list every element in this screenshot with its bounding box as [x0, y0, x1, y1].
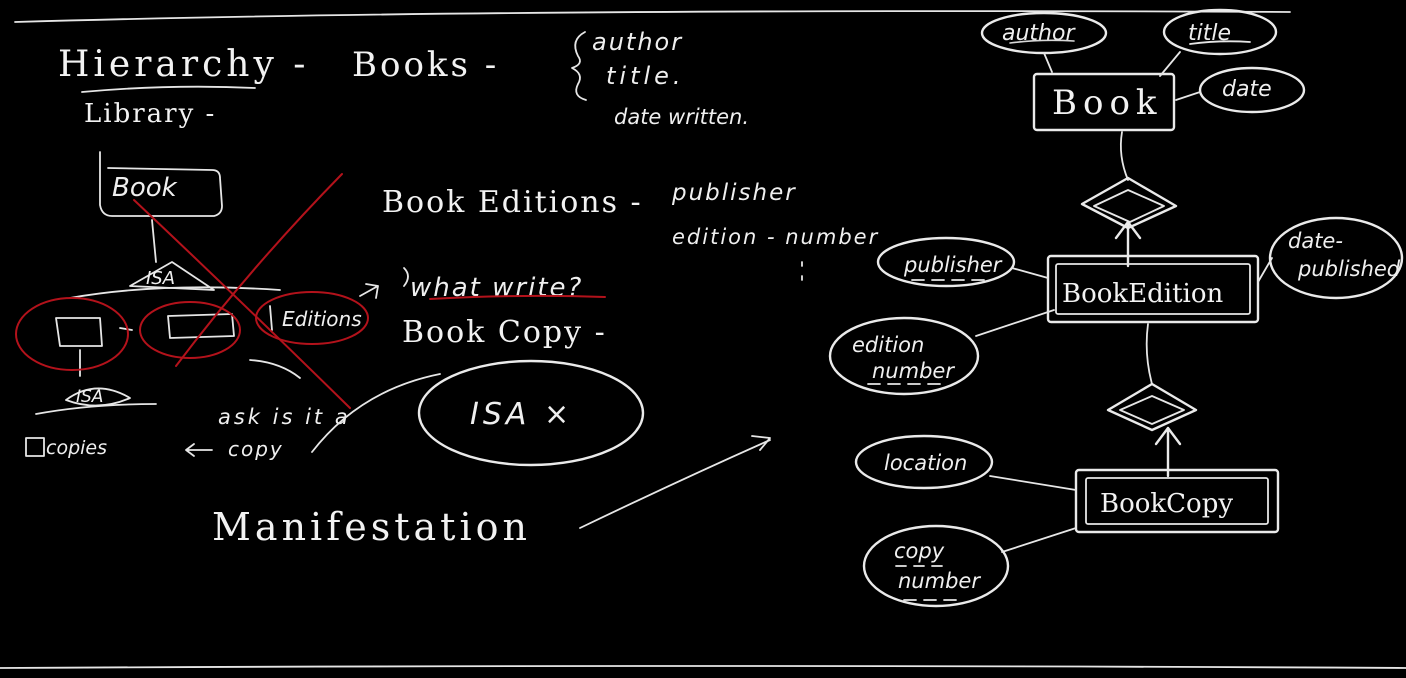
arrow-left-icon [185, 443, 213, 457]
stroke [311, 373, 441, 453]
isa-diamond-1-inner [1093, 189, 1165, 223]
sketch-child-box-2 [167, 313, 235, 339]
note-attr-publisher: publisher [671, 180, 797, 206]
sketch-copies: copies [46, 437, 107, 459]
note-book-editions: Book Editions - [382, 185, 643, 220]
bracket [403, 267, 409, 287]
attr-link [1175, 91, 1201, 101]
sketch-line [151, 219, 157, 263]
entity-book-copy-outer [1074, 468, 1280, 534]
attr-location: location [884, 451, 967, 475]
stroke [249, 359, 301, 379]
note-library: Library - [84, 99, 216, 129]
isa-diamond-2 [1106, 382, 1198, 432]
note-books: Books - [352, 45, 499, 85]
attr-location-ellipse [854, 434, 994, 490]
note-attr-date-written: date written. [614, 105, 749, 129]
red-circle [255, 291, 369, 345]
arrow-head-icon [751, 435, 771, 451]
attr-link [1257, 257, 1273, 283]
note-manifestation: Manifestation [212, 505, 531, 549]
isa-x-ellipse [417, 359, 645, 467]
attr-edition-number-ellipse [828, 316, 980, 396]
isa-arrow-1 [1114, 220, 1142, 268]
note-ask-is-it-a: ask is it a [218, 405, 351, 429]
sketch-isa-bottom: ISA [76, 387, 103, 407]
top-border-line [14, 10, 1291, 23]
sketch-copies-box [25, 437, 45, 457]
note-attr-title: title. [606, 62, 685, 90]
isa-arrow-2 [1154, 426, 1182, 478]
attr-link [1159, 51, 1181, 77]
bottom-border-line [0, 665, 1406, 669]
note-isa-x: ISA × [470, 397, 573, 432]
attr-copy-number-line2: number [898, 569, 981, 593]
entity-book-edition-outer [1046, 254, 1260, 324]
attr-date-ellipse [1198, 66, 1306, 114]
red-circle [15, 297, 129, 371]
brace [571, 31, 587, 101]
entity-book-box [1032, 72, 1176, 132]
sketch-child-box-1 [55, 317, 103, 347]
attr-link [1043, 52, 1053, 73]
attr-title-ellipse [1162, 8, 1278, 56]
entity-book-edition-inner [1055, 263, 1251, 315]
arrow-icon [359, 283, 379, 299]
sketch-editions: Editions [282, 307, 362, 331]
red-circle [139, 301, 241, 359]
sketch-branch [35, 403, 157, 415]
underline [81, 85, 256, 93]
entity-book-edition: BookEdition [1062, 279, 1224, 309]
key-underline [1189, 40, 1251, 45]
attr-date-published-line2: published [1297, 257, 1401, 281]
isa-link [1145, 323, 1153, 385]
partial-key-underline [895, 565, 957, 601]
red-cross-stroke [133, 199, 351, 409]
note-book-copy: Book Copy - [402, 315, 607, 350]
attr-link [989, 475, 1077, 491]
attr-date: date [1222, 77, 1272, 102]
red-underline [429, 294, 606, 300]
attr-publisher: publisher [903, 253, 1003, 277]
entity-book: Book [1052, 83, 1163, 123]
arrow-line [579, 439, 771, 529]
sketch-book-box [99, 151, 223, 217]
sketch-isa-shape-bottom [65, 387, 131, 407]
attr-copy-number-ellipse [862, 524, 1010, 608]
sketch-dash [119, 327, 133, 331]
entity-book-copy-inner [1085, 477, 1269, 525]
note-copy: copy [228, 437, 284, 461]
key-underline [1009, 39, 1075, 44]
sketch-book-label: Book [112, 173, 178, 203]
sketch-bracket [269, 305, 273, 331]
entity-book-copy: BookCopy [1100, 489, 1233, 519]
attr-link [1011, 267, 1049, 279]
attr-copy-number-line1: copy [894, 539, 945, 563]
attr-edition-number-line2: number [872, 359, 955, 383]
note-hierarchy: Hierarchy - [58, 44, 309, 85]
note-attr-edition-number: edition - number [672, 225, 879, 249]
isa-link [1119, 131, 1129, 181]
attr-publisher-ellipse [876, 236, 1016, 288]
isa-diamond-1 [1080, 176, 1178, 230]
attr-date-published-line1: date- [1288, 229, 1343, 253]
isa-diamond-2-inner [1119, 395, 1185, 425]
sketch-isa-top: ISA [146, 268, 175, 289]
red-cross-stroke [175, 173, 343, 367]
note-attr-author: author [592, 28, 683, 56]
sketch-branch [69, 286, 281, 299]
attr-link [975, 309, 1055, 337]
attr-link [1001, 527, 1077, 553]
attr-edition-number-line1: edition [852, 333, 924, 357]
attr-date-published-ellipse [1268, 216, 1404, 300]
